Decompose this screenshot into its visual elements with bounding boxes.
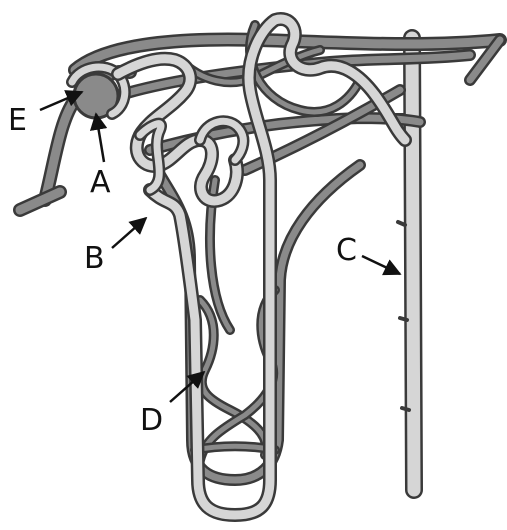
- label-c-group: C: [336, 233, 400, 274]
- arrow-c: [362, 256, 400, 274]
- arrow-a: [96, 114, 104, 162]
- label-a: A: [90, 165, 111, 200]
- label-c: C: [336, 233, 357, 268]
- collecting-duct: [396, 38, 414, 490]
- label-a-group: A: [90, 114, 111, 200]
- label-e: E: [8, 103, 27, 138]
- arrow-b: [112, 218, 146, 248]
- label-d: D: [140, 403, 163, 438]
- label-b-group: B: [84, 218, 146, 276]
- label-b: B: [84, 241, 105, 276]
